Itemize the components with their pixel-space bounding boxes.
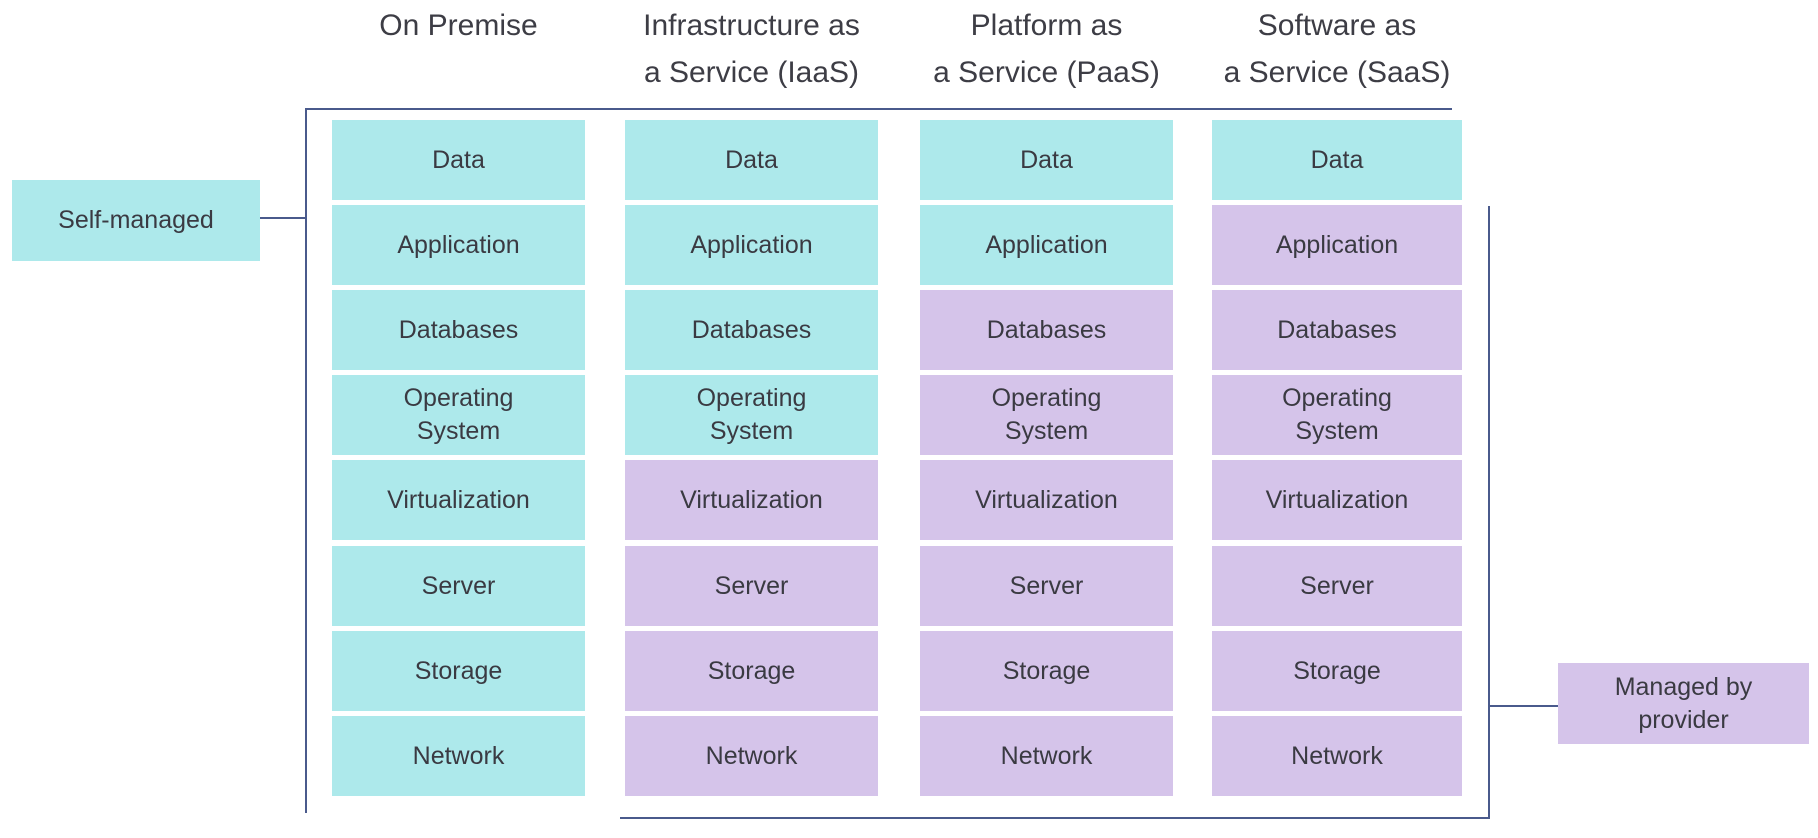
layer-cell-operating-system: Operating System (1212, 375, 1462, 455)
layer-cell-data: Data (332, 120, 585, 200)
layer-cell-storage: Storage (625, 631, 878, 711)
layer-cell-server: Server (920, 546, 1173, 626)
layer-cell-server: Server (625, 546, 878, 626)
layer-cell-databases: Databases (920, 290, 1173, 370)
self-managed-legend: Self-managed (12, 180, 260, 261)
layer-cell-virtualization: Virtualization (1212, 460, 1462, 540)
layer-cell-storage: Storage (332, 631, 585, 711)
layer-cell-application: Application (1212, 205, 1462, 285)
layer-cell-databases: Databases (1212, 290, 1462, 370)
layer-cell-storage: Storage (920, 631, 1173, 711)
self-managed-bracket-top (306, 108, 1452, 110)
provider-bracket-bottom (620, 817, 1490, 819)
layer-cell-data: Data (1212, 120, 1462, 200)
layer-cell-databases: Databases (332, 290, 585, 370)
layer-cell-virtualization: Virtualization (920, 460, 1173, 540)
layer-cell-network: Network (625, 716, 878, 796)
layer-cell-storage: Storage (1212, 631, 1462, 711)
column-header: Software as a Service (SaaS) (1223, 9, 1451, 89)
layer-cell-application: Application (332, 205, 585, 285)
self-managed-bracket-left (305, 108, 307, 813)
layer-cell-virtualization: Virtualization (332, 460, 585, 540)
layer-cell-server: Server (1212, 546, 1462, 626)
layer-cell-server: Server (332, 546, 585, 626)
managed-by-provider-legend: Managed by provider (1558, 663, 1809, 744)
column-header: Infrastructure as a Service (IaaS) (643, 9, 860, 89)
layer-cell-databases: Databases (625, 290, 878, 370)
layer-cell-operating-system: Operating System (920, 375, 1173, 455)
layer-cell-data: Data (920, 120, 1173, 200)
layer-cell-operating-system: Operating System (625, 375, 878, 455)
column-header: On Premise (379, 9, 538, 42)
layer-cell-network: Network (1212, 716, 1462, 796)
layer-cell-virtualization: Virtualization (625, 460, 878, 540)
provider-connector (1489, 705, 1559, 707)
layer-cell-data: Data (625, 120, 878, 200)
provider-bracket-right (1488, 206, 1490, 819)
layer-cell-operating-system: Operating System (332, 375, 585, 455)
layer-cell-application: Application (920, 205, 1173, 285)
layer-cell-network: Network (920, 716, 1173, 796)
layer-cell-application: Application (625, 205, 878, 285)
column-header: Platform as a Service (PaaS) (933, 9, 1160, 89)
self-managed-connector (260, 217, 306, 219)
layer-cell-network: Network (332, 716, 585, 796)
